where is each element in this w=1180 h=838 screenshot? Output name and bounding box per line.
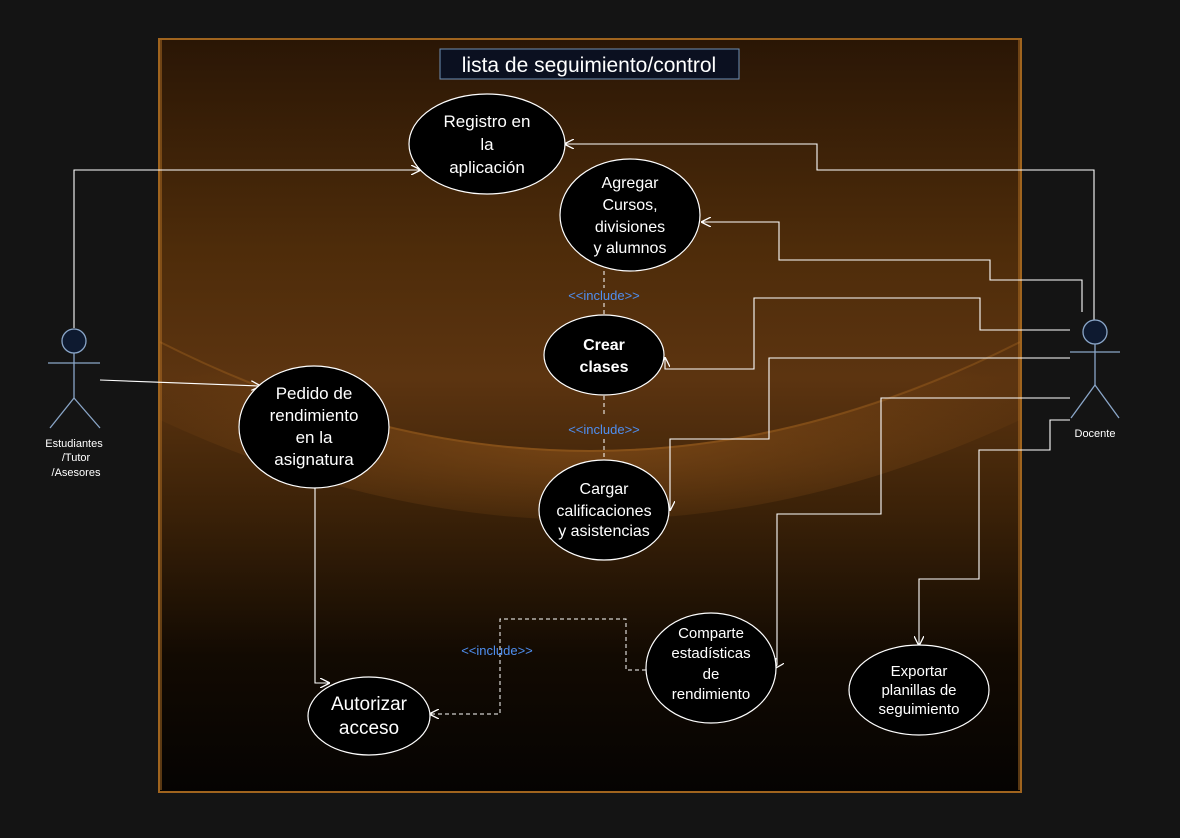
use-case-agregar-line: divisiones	[595, 219, 665, 236]
use-case-pedido-line: asignatura	[274, 450, 354, 469]
include-label: <<include>>	[568, 422, 640, 437]
use-case-exportar-line: seguimiento	[879, 701, 960, 718]
actor-head-icon	[61, 328, 87, 354]
actor-docente-label: Docente	[1075, 428, 1116, 440]
use-case-comparte-line: estadísticas	[671, 645, 750, 662]
connector-docente-cargar	[670, 357, 1070, 510]
connectors	[73, 144, 1095, 683]
use-case-comparte-line: de	[703, 666, 720, 683]
use-case-pedido-line: Pedido de	[276, 384, 353, 403]
connector-pedido-autorizar	[314, 488, 329, 683]
use-case-agregar-line: Cursos,	[602, 197, 657, 214]
use-case-comparte-line: rendimiento	[672, 686, 750, 703]
connector-students-pedido	[99, 379, 260, 386]
use-case-agregar-line: y alumnos	[594, 240, 667, 257]
connector-docente-agregar	[702, 222, 1083, 312]
use-case-cargar-line: Cargar	[580, 481, 630, 498]
use-case-comparte[interactable]: Comparte estadísticas de rendimiento	[645, 612, 777, 724]
connector-docente-crear	[665, 297, 1070, 370]
use-case-cargar-line: y asistencias	[558, 523, 650, 540]
use-case-pedido-line: rendimiento	[270, 406, 359, 425]
use-case-cargar-line: calificaciones	[556, 503, 651, 520]
use-case-pedido-line: en la	[296, 428, 333, 447]
actor-docente[interactable]: Docente	[1070, 319, 1120, 440]
include-line-comparte-autorizar	[430, 618, 646, 714]
actor-students-label: /Asesores	[52, 467, 101, 479]
use-case-autorizar-line: acceso	[339, 718, 399, 739]
use-case-registro[interactable]: Registro en la aplicación	[408, 93, 566, 195]
include-connectors	[430, 271, 646, 714]
use-case-exportar-line: planillas de	[881, 682, 956, 699]
connector-docente-exportar	[919, 419, 1070, 645]
use-case-pedido[interactable]: Pedido de rendimiento en la asignatura	[238, 365, 390, 489]
use-case-exportar-line: Exportar	[891, 663, 948, 680]
use-case-registro-line: aplicación	[449, 158, 525, 177]
include-label: <<include>>	[568, 288, 640, 303]
use-case-autorizar-line: Autorizar	[331, 694, 408, 715]
use-case-crear-line: Crear	[583, 337, 625, 354]
diagram-title: lista de seguimiento/control	[439, 48, 740, 80]
include-label: <<include>>	[461, 643, 533, 658]
diagram-title-text: lista de seguimiento/control	[462, 54, 716, 77]
connector-docente-registro	[565, 144, 1095, 320]
use-case-agregar-line: Agregar	[602, 175, 660, 192]
use-case-registro-line: Registro en	[444, 112, 531, 131]
actor-students[interactable]: Estudiantes /Tutor /Asesores	[45, 328, 103, 479]
use-case-comparte-line: Comparte	[678, 625, 744, 642]
use-case-exportar[interactable]: Exportar planillas de seguimiento	[848, 644, 990, 736]
actor-students-label: Estudiantes	[45, 438, 103, 450]
actor-students-label: /Tutor	[62, 452, 91, 464]
include-labels: <<include>> <<include>> <<include>>	[461, 288, 640, 658]
use-case-agregar[interactable]: Agregar Cursos, divisiones y alumnos	[559, 158, 701, 272]
use-case-cargar[interactable]: Cargar calificaciones y asistencias	[538, 459, 670, 561]
use-case-crear-line: clases	[580, 359, 629, 376]
connector-docente-comparte	[775, 397, 1070, 668]
actor-head-icon	[1082, 319, 1108, 345]
connector-students-registro	[73, 170, 420, 328]
use-case-crear[interactable]: Crear clases	[543, 314, 665, 396]
use-case-registro-line: la	[480, 135, 494, 154]
use-case-autorizar[interactable]: Autorizar acceso	[307, 676, 431, 756]
